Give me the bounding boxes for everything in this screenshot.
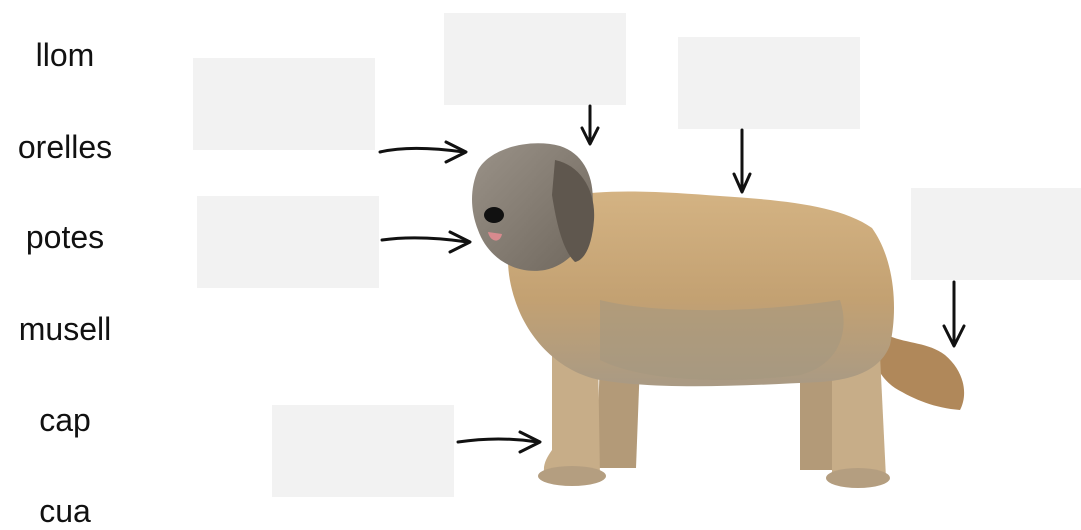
arrow-to-tail — [944, 282, 964, 346]
dog-belly-shade — [600, 300, 844, 380]
dog-front-paw — [538, 466, 606, 486]
dog-hind-paw — [826, 468, 890, 488]
arrow-to-ears — [582, 106, 598, 144]
dog-nose — [484, 207, 504, 223]
arrow-to-legs — [458, 432, 540, 452]
arrow-to-snout — [382, 232, 470, 252]
arrow-to-head — [380, 142, 466, 162]
arrow-to-back — [734, 130, 750, 192]
